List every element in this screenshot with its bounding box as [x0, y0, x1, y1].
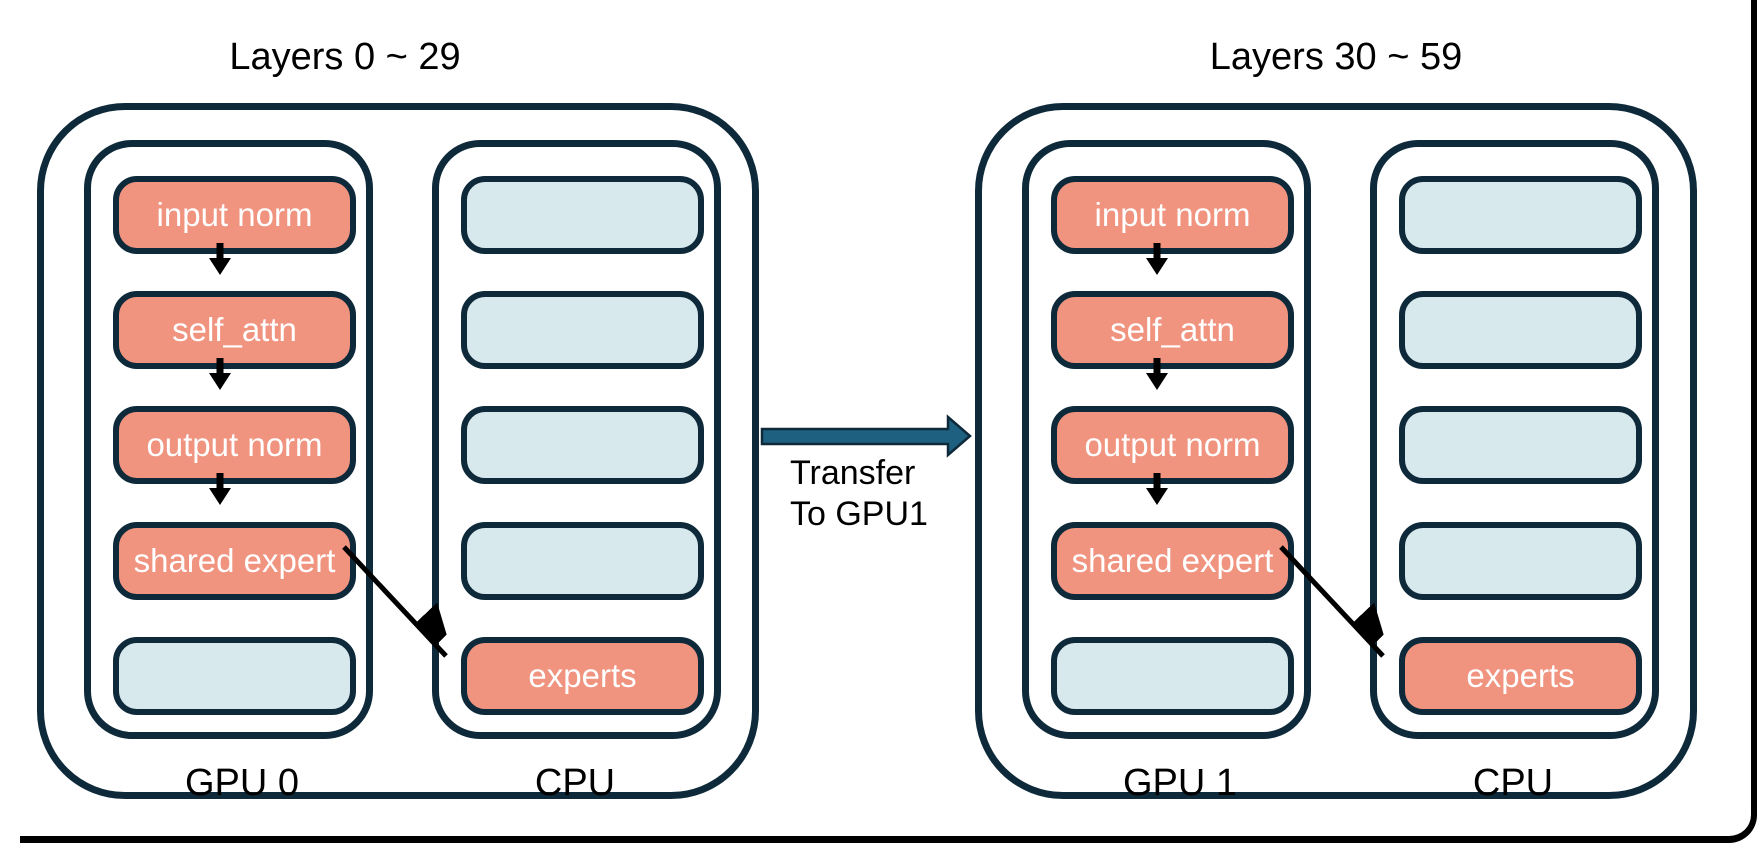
box-experts: experts [461, 637, 704, 715]
box-input-norm: input norm [113, 176, 356, 254]
empty-slot [461, 176, 704, 254]
box-input-norm: input norm [1051, 176, 1294, 254]
empty-slot [1399, 176, 1642, 254]
slide-edge-frame [20, 0, 1757, 843]
box-experts: experts [1399, 637, 1642, 715]
gpu0-label: GPU 0 [184, 762, 300, 804]
empty-slot [113, 637, 356, 715]
empty-slot [461, 522, 704, 600]
layers-group-1: input norm self_attn output norm shared … [975, 103, 1697, 804]
group-title-layers-0-29: Layers 0 ~ 29 [229, 36, 461, 78]
empty-slot [1051, 637, 1294, 715]
gpu1-label: GPU 1 [1122, 762, 1238, 804]
gpu0-container: input norm self_attn output norm shared … [84, 140, 373, 739]
empty-slot [1399, 291, 1642, 369]
empty-slot [1399, 522, 1642, 600]
transfer-label-line1: Transfer [790, 454, 916, 492]
layers-group-0: input norm self_attn output norm shared … [37, 103, 759, 804]
box-shared-expert: shared expert [113, 522, 356, 600]
group-title-layers-30-59: Layers 30 ~ 59 [1209, 36, 1463, 78]
cpu-container-right: experts [1370, 140, 1659, 739]
cpu-label-right: CPU [1472, 762, 1554, 804]
box-self-attn: self_attn [1051, 291, 1294, 369]
transfer-label-line2: To GPU1 [790, 495, 928, 533]
empty-slot [461, 291, 704, 369]
cpu-label-left: CPU [534, 762, 616, 804]
transfer-label: Transfer To GPU1 [790, 453, 928, 535]
box-shared-expert: shared expert [1051, 522, 1294, 600]
empty-slot [1399, 406, 1642, 484]
cpu-container-left: experts [432, 140, 721, 739]
gpu1-container: input norm self_attn output norm shared … [1022, 140, 1311, 739]
box-output-norm: output norm [113, 406, 356, 484]
empty-slot [461, 406, 704, 484]
box-self-attn: self_attn [113, 291, 356, 369]
box-output-norm: output norm [1051, 406, 1294, 484]
